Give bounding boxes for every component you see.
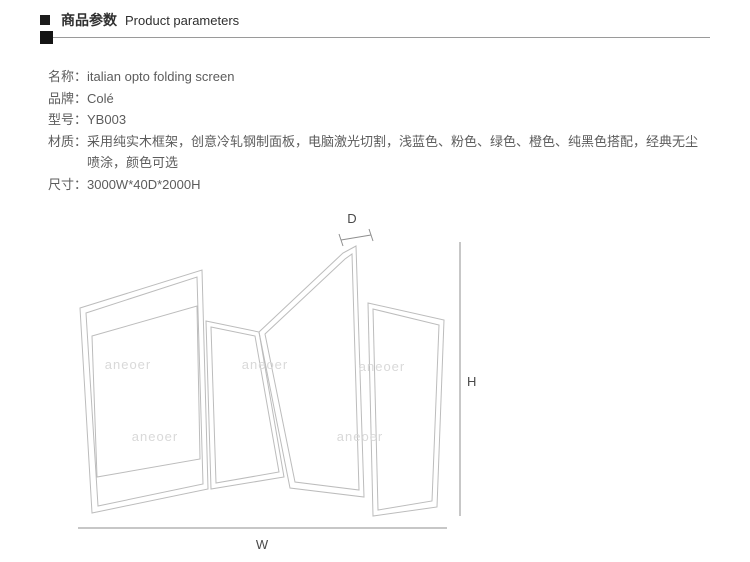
- param-value: 3000W*40D*2000H: [87, 176, 201, 192]
- dimension-tick-d-left: [338, 233, 344, 247]
- watermark-text: aneoer: [242, 357, 288, 372]
- param-row-name: 名称： italian opto folding screen: [48, 66, 704, 88]
- dimension-label-d: D: [347, 211, 356, 226]
- param-row-size: 尺寸： 3000W*40D*2000H: [48, 174, 704, 196]
- folding-screen-diagram: D H W aneoer aneoer aneoer aneoer aneoer: [0, 205, 750, 562]
- dimension-label-h: H: [467, 374, 476, 389]
- param-label: 型号：: [48, 112, 88, 127]
- watermark-text: aneoer: [132, 429, 178, 444]
- param-value: 采用纯实木框架，创意冷轧钢制面板，电脑激光切割，浅蓝色、粉色、绿色、橙色、纯黑色…: [87, 133, 699, 171]
- section-title-en: Product parameters: [125, 12, 240, 28]
- param-row-material: 材质： 采用纯实木框架，创意冷轧钢制面板，电脑激光切割，浅蓝色、粉色、绿色、橙色…: [48, 131, 704, 174]
- panel-2-inner: [210, 326, 280, 484]
- dimension-tick-d-right: [368, 228, 374, 242]
- dimension-line-d: [340, 234, 372, 241]
- panel-1-inner: [85, 276, 204, 507]
- panel-4-outer: [367, 302, 445, 517]
- dimension-label-w: W: [256, 537, 269, 552]
- panel-4-inner: [372, 308, 440, 511]
- param-row-brand: 品牌： Colé: [48, 88, 704, 110]
- watermark-text: aneoer: [337, 429, 383, 444]
- divider-accent-block: [40, 31, 53, 44]
- panel-2-outer: [205, 320, 285, 490]
- param-label: 尺寸：: [48, 176, 88, 192]
- param-value: Colé: [87, 90, 114, 106]
- panel-1-outer: [79, 269, 209, 514]
- parameter-list: 名称： italian opto folding screen 品牌： Colé…: [48, 66, 704, 195]
- square-bullet-icon: [40, 15, 50, 25]
- section-title-zh: 商品参数: [61, 12, 117, 28]
- param-value: italian opto folding screen: [87, 69, 235, 84]
- panel-1-face: [91, 305, 201, 478]
- watermark-text: aneoer: [359, 359, 405, 374]
- watermark-text: aneoer: [105, 357, 151, 372]
- param-label: 名称：: [48, 69, 88, 84]
- param-label: 品牌：: [48, 90, 88, 106]
- param-value: YB003: [87, 112, 127, 127]
- panel-3-outer: [258, 245, 365, 498]
- folding-screen-drawing: D H W aneoer aneoer aneoer aneoer aneoer: [78, 211, 476, 552]
- section-header: 商品参数 Product parameters: [40, 10, 239, 30]
- panel-3-inner: [264, 253, 360, 491]
- param-row-model: 型号： YB003: [48, 109, 704, 131]
- param-label: 材质：: [48, 133, 88, 149]
- section-divider: [40, 31, 710, 44]
